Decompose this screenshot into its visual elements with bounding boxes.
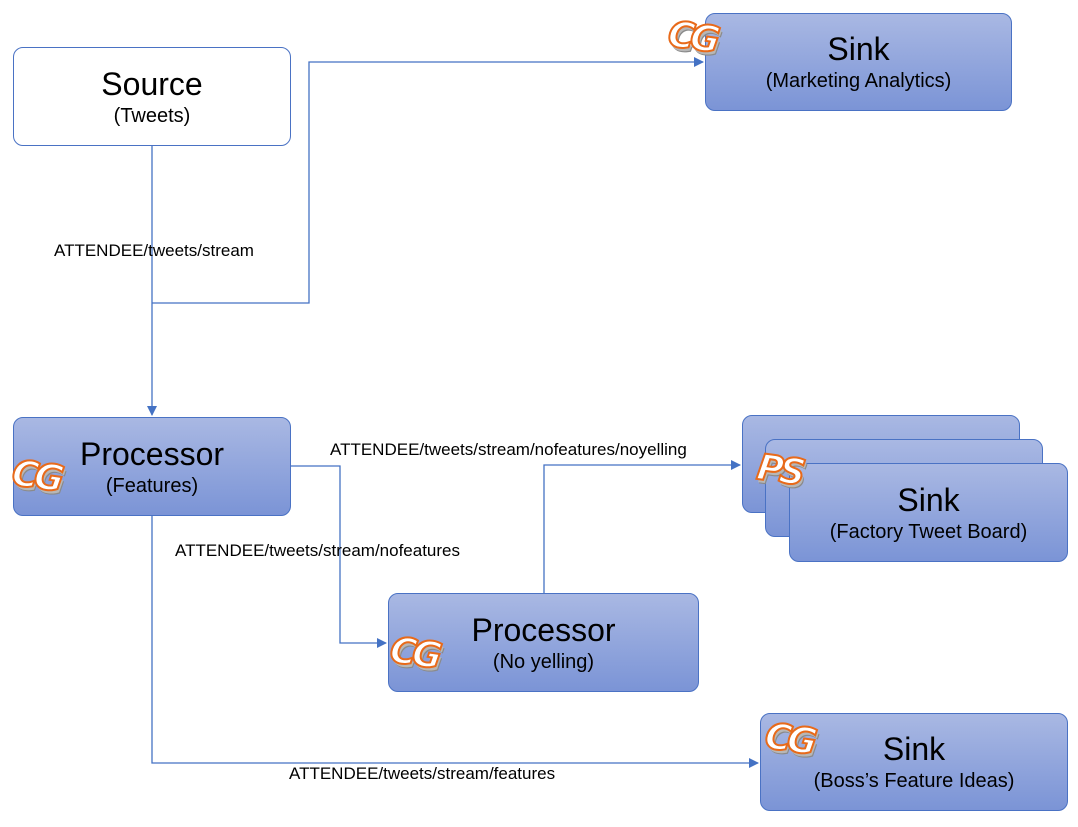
source-title: Source [101,65,203,102]
edge-source-to-sink-marketing [152,57,704,304]
source-node: Source (Tweets) [13,47,291,146]
ps-badge-icon: PS [753,446,805,495]
sink-factory-title: Sink [897,481,960,518]
cg-badge-icon: CG [664,13,719,62]
processor-features-node: Processor (Features) [13,417,291,516]
sink-marketing-node: Sink (Marketing Analytics) [705,13,1012,111]
sink-factory-node: Sink (Factory Tweet Board) [789,463,1068,562]
processor-features-title: Processor [79,435,225,472]
cg-badge-text: CG [8,452,63,501]
source-subtitle: (Tweets) [113,104,191,127]
edge-features-to-noyelling [290,465,387,648]
cg-badge-text: CG [386,629,441,678]
edge-features-to-sink-boss [151,516,759,768]
processor-noyelling-subtitle: (No yelling) [492,650,595,673]
sink-boss-title: Sink [882,731,946,767]
edge-label-features: ATTENDEE/tweets/stream/features [289,764,556,783]
cg-badge-text: CG [761,715,816,764]
edge-label-stream: ATTENDEE/tweets/stream [54,241,254,260]
edge-label-nofeatures: ATTENDEE/tweets/stream/nofeatures [175,541,461,560]
processor-noyelling-title: Processor [471,611,616,648]
cg-badge-icon: CG [386,629,441,678]
edge-noyelling-to-sink-factory [543,460,741,593]
processor-features-subtitle: (Features) [105,474,199,497]
cg-badge-icon: CG [761,715,816,764]
processor-noyelling-node: Processor (No yelling) [388,593,699,692]
edge-label-nofeatures-noyelling: ATTENDEE/tweets/stream/nofeatures/noyell… [330,440,687,459]
sink-marketing-subtitle: (Marketing Analytics) [765,70,952,92]
sink-marketing-title: Sink [827,31,890,67]
ps-badge-text: PS [753,446,805,495]
sink-boss-node: Sink (Boss’s Feature Ideas) [760,713,1068,811]
cg-badge-text: CG [664,13,719,62]
sink-boss-subtitle: (Boss’s Feature Ideas) [813,770,1015,792]
sink-factory-subtitle: (Factory Tweet Board) [829,520,1028,543]
cg-badge-icon: CG [8,452,63,501]
